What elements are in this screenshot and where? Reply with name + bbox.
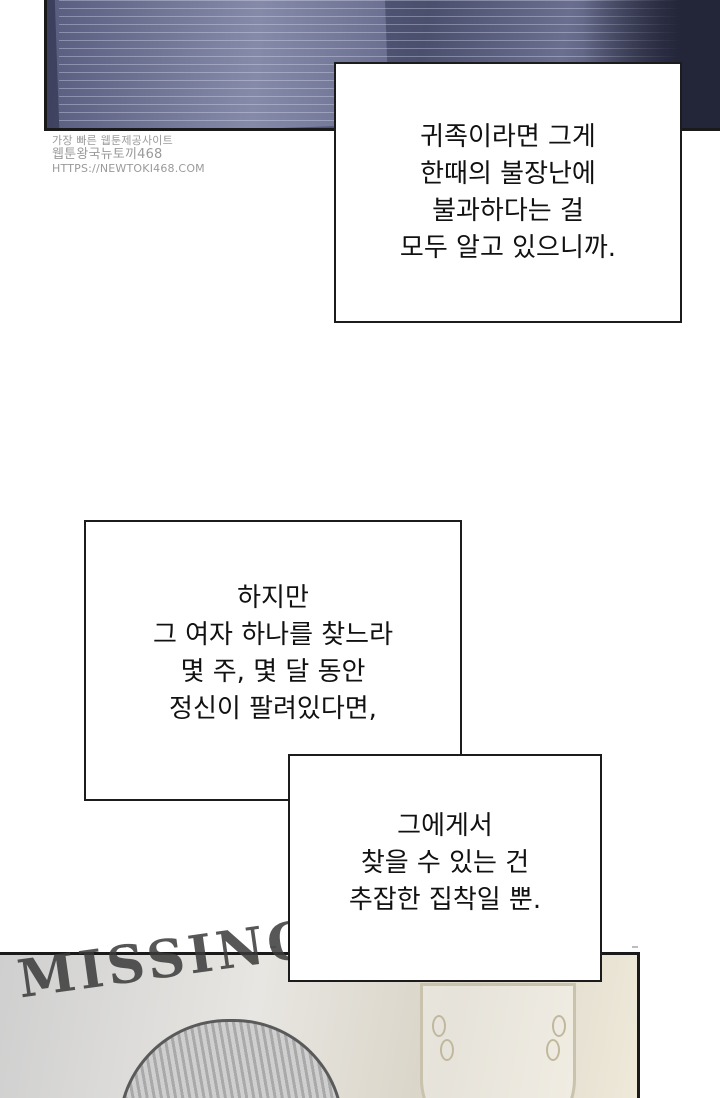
narration-line: 모두 알고 있으니까. — [399, 232, 617, 263]
watermark-line-3: HTTPS://NEWTOKI468.COM — [52, 162, 205, 175]
narration-line: 그에게서 — [397, 811, 493, 841]
narration-line: 한때의 불장난에 — [420, 158, 596, 189]
leaf-ornament — [552, 1015, 566, 1037]
narration-box-3: 그에게서 찾을 수 있는 건 추잡한 집착일 뿐. — [288, 754, 602, 982]
narration-line: 몇 주, 몇 달 동안 — [180, 657, 366, 687]
site-watermark: 가장 빠른 웹툰제공사이트 웹툰왕국뉴토끼468 HTTPS://NEWTOKI… — [52, 134, 205, 176]
leaf-ornament — [546, 1039, 560, 1061]
character-hair-illustration — [118, 1019, 344, 1098]
narration-line: 귀족이라면 그게 — [420, 121, 596, 152]
leaf-ornament — [432, 1015, 446, 1037]
speckle — [270, 946, 276, 948]
narration-line: 찾을 수 있는 건 — [360, 848, 530, 878]
narration-line: 하지만 — [237, 583, 309, 613]
watermark-line-2: 웹툰왕국뉴토끼468 — [52, 147, 163, 162]
narration-line: 불과하다는 걸 — [432, 195, 584, 226]
watermark-line-1: 가장 빠른 웹툰제공사이트 — [52, 134, 173, 147]
speckle — [120, 946, 126, 948]
narration-line: 추잡한 집착일 뿐. — [348, 885, 542, 915]
narration-box-1: 귀족이라면 그게 한때의 불장난에 불과하다는 걸 모두 알고 있으니까. — [334, 62, 682, 323]
narration-line: 그 여자 하나를 찾느라 — [152, 620, 394, 650]
leaf-ornament — [440, 1039, 454, 1061]
speckle — [632, 946, 638, 948]
narration-line: 정신이 팔려있다면, — [169, 694, 377, 724]
